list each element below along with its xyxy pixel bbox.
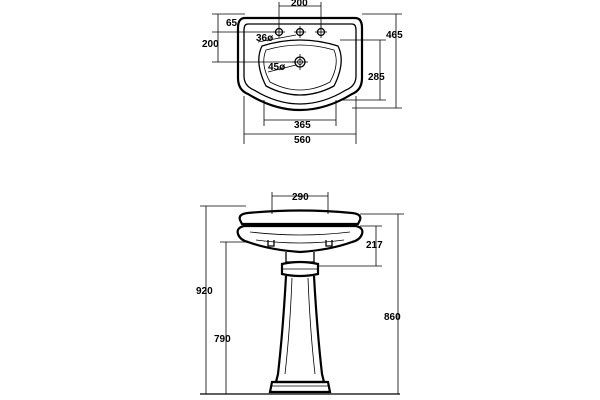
basin-inner-rim bbox=[243, 23, 357, 105]
pedestal-base bbox=[268, 380, 332, 394]
top-view-dimensions bbox=[212, 2, 402, 144]
dim-front-depth: 200 bbox=[202, 39, 219, 50]
front-view-labels: 290 217 920 860 790 bbox=[196, 192, 401, 345]
basin-rim bbox=[238, 209, 362, 226]
basin-outline bbox=[236, 16, 364, 111]
dim-tap-spacing: 200 bbox=[291, 0, 308, 9]
dim-tap-offset: 65 bbox=[226, 18, 238, 29]
dim-waste-hole: 45ø bbox=[268, 62, 286, 73]
tap-holes bbox=[273, 26, 327, 38]
basin-bowl bbox=[258, 39, 342, 96]
basin-front-view bbox=[200, 209, 400, 395]
dim-pedestal-top: 290 bbox=[292, 192, 309, 203]
dim-rim-height: 860 bbox=[384, 312, 401, 323]
dim-basin-height: 217 bbox=[366, 240, 383, 251]
dim-bowl-depth: 285 bbox=[368, 72, 385, 83]
dim-underside-height: 790 bbox=[214, 334, 231, 345]
dim-total-width: 560 bbox=[294, 135, 311, 146]
dim-total-depth: 465 bbox=[386, 30, 403, 41]
dim-total-height: 920 bbox=[196, 286, 213, 297]
basin-bowl-inner bbox=[263, 44, 337, 91]
basin-body bbox=[236, 224, 364, 254]
front-view-dimensions bbox=[200, 192, 404, 394]
top-view-labels: 200 65 200 36ø 45ø 465 285 365 560 bbox=[202, 0, 403, 146]
dim-tap-hole: 36ø bbox=[256, 33, 274, 44]
pedestal-collar bbox=[280, 260, 320, 278]
dim-bowl-width: 365 bbox=[294, 120, 311, 131]
basin-top-view bbox=[236, 16, 364, 111]
pedestal-column bbox=[274, 275, 326, 384]
pedestal-neck bbox=[285, 252, 315, 263]
